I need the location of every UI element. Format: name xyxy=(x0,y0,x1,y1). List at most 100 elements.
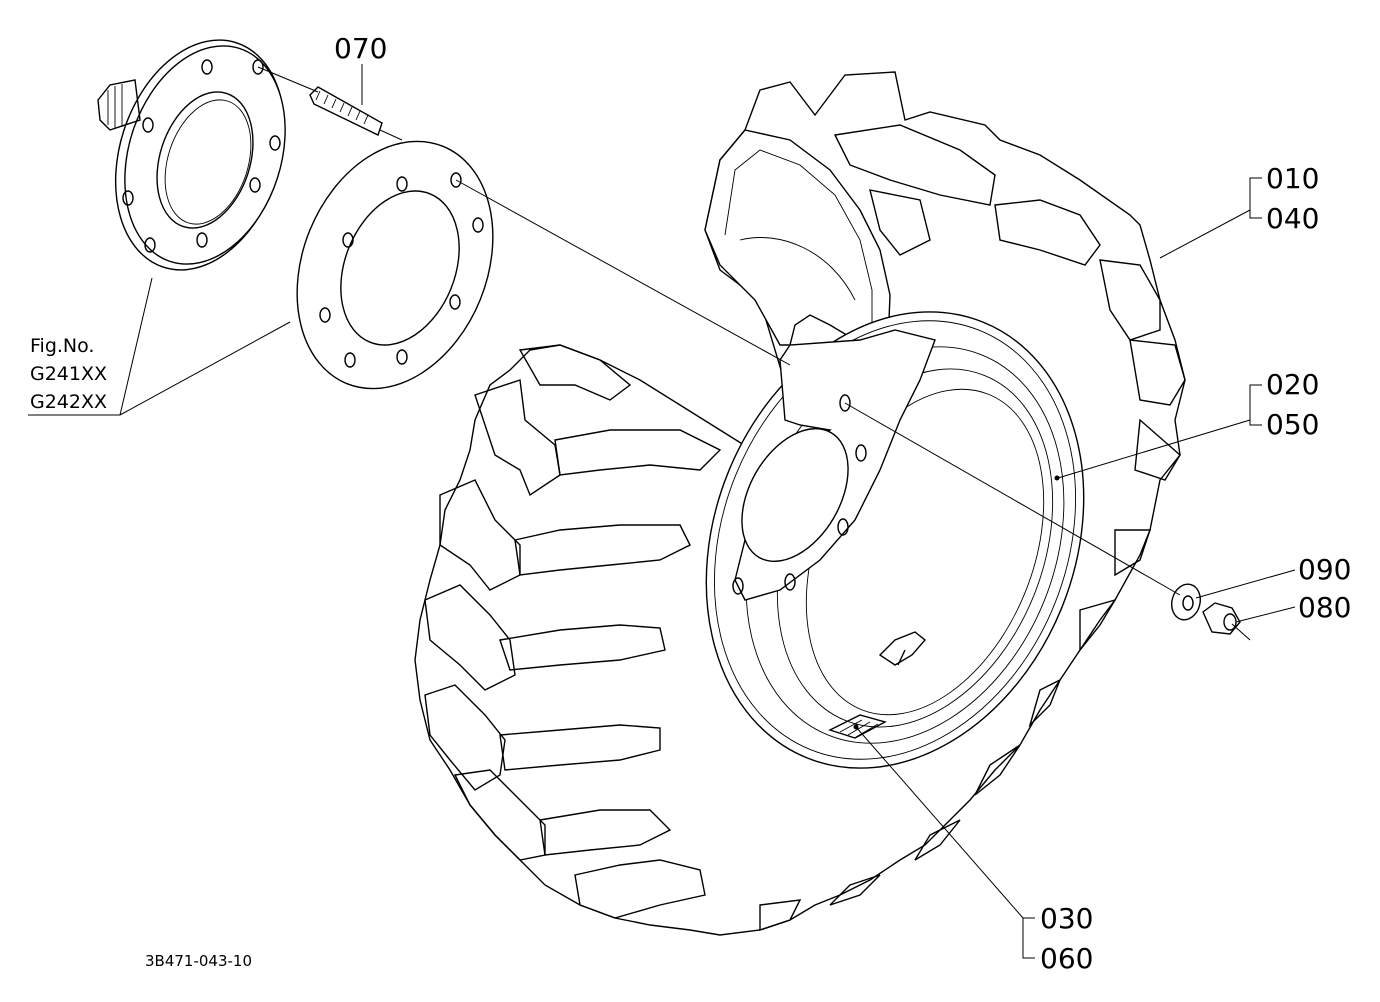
callout-040: 040 xyxy=(1266,202,1319,235)
adapter-bolt-hole xyxy=(396,349,408,365)
lug-21 xyxy=(1028,678,1062,728)
leader-fig-hub xyxy=(119,277,153,416)
rating-plate-hatch xyxy=(839,719,863,733)
assembly-line-disc-washer xyxy=(844,402,1181,596)
lug-5 xyxy=(514,524,691,576)
callout-080: 080 xyxy=(1298,591,1351,624)
leader-030-060 xyxy=(855,726,1024,919)
adapter-bolt-hole xyxy=(450,172,462,188)
callout-010: 010 xyxy=(1266,162,1319,195)
hub-bolt-hole xyxy=(142,117,154,133)
lug-23 xyxy=(914,819,961,861)
hub-flange-bore xyxy=(156,91,254,229)
lug-24 xyxy=(829,874,881,906)
lug-18 xyxy=(1134,418,1181,481)
adapter-bolt-hole xyxy=(319,307,331,323)
stud-bolt xyxy=(309,86,383,136)
callout-030: 030 xyxy=(1040,902,1093,935)
lug-17 xyxy=(1129,339,1186,406)
stud-bolt-body xyxy=(309,86,383,136)
lug-12 xyxy=(574,859,706,919)
disc-center-hole xyxy=(741,428,849,562)
rating-plate-hatch xyxy=(855,723,879,738)
hub-bolt-hole xyxy=(122,190,134,206)
nut xyxy=(1202,602,1241,635)
disc-bolt-hole xyxy=(855,444,867,462)
lug-14 xyxy=(869,189,931,256)
adapter-bolt-hole xyxy=(472,217,484,233)
hub-bolt-hole xyxy=(252,59,264,75)
bracket-030-060 xyxy=(1022,917,1035,959)
assembly-line-stud-2 xyxy=(379,129,403,141)
nut-body xyxy=(1202,602,1241,635)
adapter-bolt-hole xyxy=(449,294,461,310)
leader-020-050 xyxy=(1057,419,1251,479)
hub-bolt-hole xyxy=(196,232,208,248)
hub-shaft xyxy=(97,79,141,131)
stud-thread xyxy=(347,106,353,117)
assembly-line-adapter-disc xyxy=(455,179,791,366)
lug-8 xyxy=(424,684,506,791)
hub-bolt-hole xyxy=(144,237,156,253)
leader-dot-030 xyxy=(853,724,859,730)
hub-bolt-hole xyxy=(269,135,281,151)
assembly-line-nut xyxy=(1231,623,1251,641)
hub-flange xyxy=(97,39,286,271)
rim-ring-1 xyxy=(713,320,1077,760)
leader-fig-adapter xyxy=(119,321,291,416)
hub-flange-face xyxy=(124,45,286,265)
valve-stem xyxy=(878,631,927,666)
callout-070: 070 xyxy=(334,32,387,65)
washer-body xyxy=(1170,583,1202,621)
adapter-plate-outer xyxy=(296,140,494,390)
leader-lines xyxy=(28,64,1296,959)
leader-090 xyxy=(1195,569,1296,599)
lug-2 xyxy=(518,344,632,401)
valve-stem-tip xyxy=(897,649,906,666)
tire-cutaway-inner xyxy=(724,149,873,330)
washer-hole xyxy=(1182,595,1194,611)
disc-bolt-hole xyxy=(732,577,744,595)
washer xyxy=(1170,583,1202,621)
fig-no-title: Fig.No. xyxy=(30,335,94,357)
figure-reference: Fig.No. G241XX G242XX xyxy=(30,335,107,413)
fig-ref-2: G242XX xyxy=(30,391,107,413)
lug-13 xyxy=(833,124,996,206)
stud-thread xyxy=(339,102,345,113)
hub-bolt-hole xyxy=(201,59,213,75)
wheel-rim xyxy=(705,311,1085,769)
bracket-020-050 xyxy=(1249,384,1262,426)
disc-bolt-hole xyxy=(839,394,851,412)
disc-bolt-hole xyxy=(784,573,796,591)
rating-plate-hatch xyxy=(847,721,871,736)
fig-ref-1: G241XX xyxy=(30,363,107,385)
stud-thread xyxy=(355,110,361,121)
adapter-bolt-hole xyxy=(344,352,356,368)
lug-20 xyxy=(1079,598,1117,652)
leader-080 xyxy=(1235,606,1296,623)
lug-22 xyxy=(974,744,1021,796)
stud-thread xyxy=(331,98,337,109)
lug-9 xyxy=(499,724,661,771)
assembly-line-stud xyxy=(257,66,319,93)
bracket-010-040 xyxy=(1249,177,1262,219)
stud-thread xyxy=(315,90,321,101)
callout-labels: 070 010 040 020 050 090 080 030 060 xyxy=(334,32,1351,975)
lug-7 xyxy=(499,624,666,671)
lug-11 xyxy=(539,809,672,856)
callout-090: 090 xyxy=(1298,553,1351,586)
stud-thread xyxy=(323,94,329,105)
callout-060: 060 xyxy=(1040,942,1093,975)
lug-19 xyxy=(1114,529,1151,577)
adapter-plate xyxy=(296,140,494,390)
leader-010-040 xyxy=(1159,209,1251,259)
leader-dot-020 xyxy=(1054,475,1060,481)
lug-15 xyxy=(994,199,1101,266)
rating-plate xyxy=(828,714,887,739)
callout-050: 050 xyxy=(1266,408,1319,441)
adapter-bolt-hole xyxy=(342,232,354,248)
stud-thread xyxy=(363,114,369,125)
disc-bolt-hole xyxy=(837,518,849,536)
lug-3 xyxy=(554,429,722,476)
